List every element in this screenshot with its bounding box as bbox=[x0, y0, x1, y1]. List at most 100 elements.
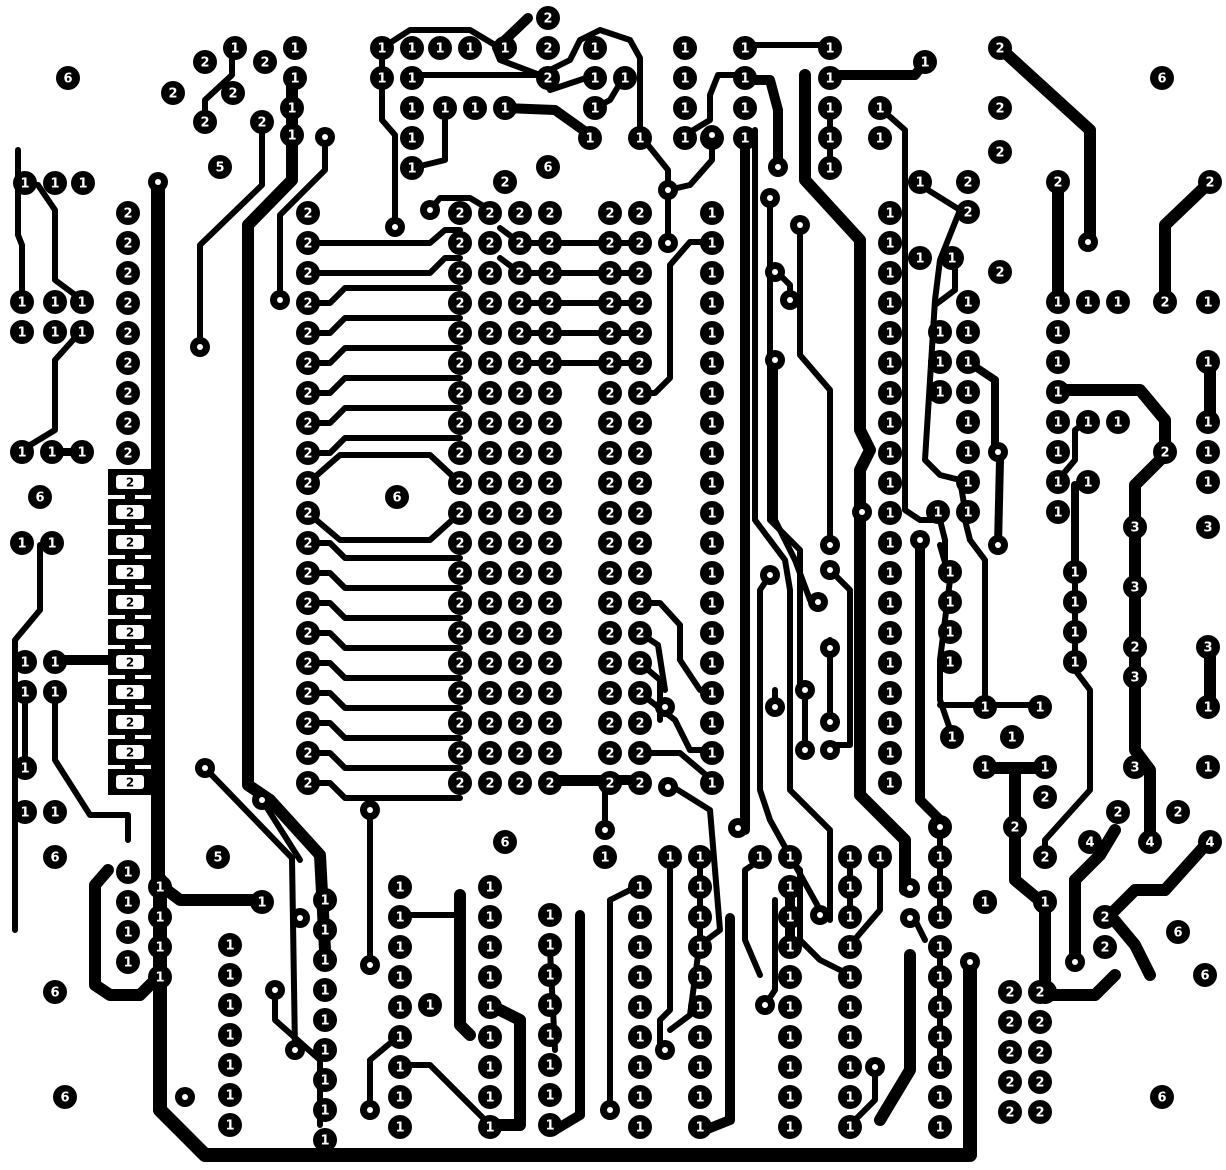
via bbox=[285, 1040, 305, 1060]
copper-trace bbox=[500, 103, 595, 140]
pad-label: 1 bbox=[915, 176, 924, 191]
pad: 2 bbox=[628, 651, 652, 675]
pad-label: 1 bbox=[825, 42, 834, 57]
pad-label: 1 bbox=[785, 911, 794, 926]
pad-label: 6 bbox=[50, 986, 59, 1001]
pad-label: 1 bbox=[440, 102, 449, 117]
pad: 2 bbox=[628, 291, 652, 315]
pad-label: 1 bbox=[1070, 596, 1079, 611]
pad: 1 bbox=[700, 501, 724, 525]
pad-label: 1 bbox=[407, 162, 416, 177]
pad: 1 bbox=[43, 680, 67, 704]
pad-label: 2 bbox=[126, 776, 134, 790]
pad-label: 1 bbox=[545, 999, 554, 1014]
pad-label: 2 bbox=[485, 627, 494, 642]
pad-label: 1 bbox=[933, 506, 942, 521]
pad-label: 2 bbox=[455, 417, 464, 432]
via bbox=[385, 217, 405, 237]
pad-label: 1 bbox=[963, 476, 972, 491]
pad-label: 1 bbox=[320, 1104, 329, 1119]
pad-label: 2 bbox=[635, 567, 644, 582]
pad: 1 bbox=[218, 1023, 242, 1047]
pad: 1 bbox=[628, 965, 652, 989]
via bbox=[910, 530, 930, 550]
pad: 2 bbox=[598, 351, 622, 375]
pad-label: 1 bbox=[50, 806, 59, 821]
pad-label: 1 bbox=[635, 971, 644, 986]
pad-label: 2 bbox=[635, 747, 644, 762]
pad-label: 2 bbox=[545, 567, 554, 582]
pad-label: 2 bbox=[1035, 1106, 1044, 1121]
pad: 2 bbox=[448, 411, 472, 435]
pad-label: 1 bbox=[885, 627, 894, 642]
pad-label: 1 bbox=[635, 1061, 644, 1076]
via bbox=[795, 680, 815, 700]
copper-trace bbox=[305, 405, 463, 426]
pad: 2 bbox=[598, 321, 622, 345]
pad: 2 bbox=[628, 321, 652, 345]
pad-label: 2 bbox=[635, 507, 644, 522]
pad-label: 2 bbox=[605, 597, 614, 612]
pad: 1 bbox=[223, 36, 247, 60]
pad-label: 2 bbox=[515, 357, 524, 372]
pad: 1 bbox=[400, 96, 424, 120]
pad: 1 bbox=[43, 320, 67, 344]
via bbox=[760, 188, 780, 208]
pad-label: 2 bbox=[485, 567, 494, 582]
pad-label: 1 bbox=[155, 971, 164, 986]
pad: 1 bbox=[878, 711, 902, 735]
pad-label: 1 bbox=[885, 777, 894, 792]
pad-label: 1 bbox=[123, 926, 132, 941]
pad-label: 2 bbox=[635, 777, 644, 792]
pad-label: 1 bbox=[290, 42, 299, 57]
copper-trace bbox=[305, 750, 463, 771]
copper-trace bbox=[379, 27, 503, 51]
pad-label: 1 bbox=[485, 1031, 494, 1046]
pad: 2 bbox=[598, 651, 622, 675]
pad-label: 2 bbox=[515, 687, 524, 702]
pad-label: 1 bbox=[935, 1001, 944, 1016]
pad: 1 bbox=[688, 1085, 712, 1109]
pad: 2 bbox=[628, 591, 652, 615]
pad: 2 bbox=[598, 531, 622, 555]
pad: 1 bbox=[700, 531, 724, 555]
pad-label: 1 bbox=[50, 326, 59, 341]
pad: 2 bbox=[988, 260, 1012, 284]
pad-label: 2 bbox=[995, 42, 1004, 57]
pad-label: 2 bbox=[257, 116, 266, 131]
pad: 1 bbox=[70, 440, 94, 464]
pad-label: 1 bbox=[935, 851, 944, 866]
pad-label: 1 bbox=[695, 881, 704, 896]
pad: 2 bbox=[478, 501, 502, 525]
pad: 2 bbox=[296, 531, 320, 555]
pad-label: 2 bbox=[303, 717, 312, 732]
pad-label: 1 bbox=[707, 537, 716, 552]
pad: 2 bbox=[448, 771, 472, 795]
pad: 1 bbox=[878, 771, 902, 795]
pad: 2 bbox=[536, 36, 560, 60]
copper-trace bbox=[752, 127, 833, 923]
via bbox=[315, 127, 335, 147]
pad: 1 bbox=[433, 96, 457, 120]
pad-label: 1 bbox=[825, 72, 834, 87]
pad: 2 bbox=[193, 50, 217, 74]
pad-label: 2 bbox=[168, 87, 177, 102]
via bbox=[765, 697, 785, 717]
pad: 2 bbox=[598, 501, 622, 525]
pad-label: 1 bbox=[885, 747, 894, 762]
pad-label: 1 bbox=[590, 42, 599, 57]
pad: 1 bbox=[878, 231, 902, 255]
pad-label: 1 bbox=[845, 941, 854, 956]
copper-trace bbox=[492, 27, 671, 243]
pad-label: 2 bbox=[545, 327, 554, 342]
pad-label: 1 bbox=[680, 42, 689, 57]
pad: 1 bbox=[778, 1025, 802, 1049]
pad: 1 bbox=[940, 246, 964, 270]
pad-label: 1 bbox=[590, 72, 599, 87]
pad: 2 bbox=[538, 291, 562, 315]
pad: 2 bbox=[493, 170, 517, 194]
pad-label: 6 bbox=[1157, 1091, 1166, 1106]
pad: 6 bbox=[53, 1085, 77, 1109]
pad-label: 1 bbox=[320, 1044, 329, 1059]
